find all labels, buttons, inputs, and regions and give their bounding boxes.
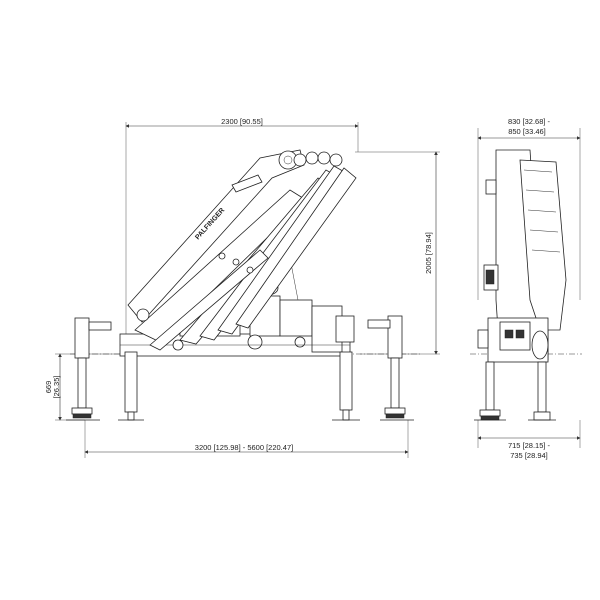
reach-width-label: 2300 [90.55] bbox=[221, 117, 263, 126]
dim-side-bottom-width: 715 [28.15] - 735 [28.94] bbox=[477, 420, 581, 460]
side-top-width-line2: 850 [33.46] bbox=[508, 127, 546, 136]
front-view: 2300 [90.55] 2005 [78.94] 669 [26.35] 32… bbox=[44, 117, 440, 458]
outrigger-span-label: 3200 [125.98] - 5600 [220.47] bbox=[195, 443, 293, 452]
left-inner-leg bbox=[118, 351, 144, 421]
side-view: 830 [32.68] - 850 [33.46] 715 [28.15] - … bbox=[470, 117, 582, 460]
side-bottom-width-line1: 715 [28.15] - bbox=[508, 441, 551, 450]
crane-boom: PALFINGER bbox=[127, 149, 357, 351]
ground-clearance-label: 669 bbox=[44, 381, 53, 394]
dim-outrigger-span: 3200 [125.98] - 5600 [220.47] bbox=[84, 420, 409, 458]
side-top-width-line1: 830 [32.68] - bbox=[508, 117, 551, 126]
right-outer-outrigger bbox=[367, 315, 414, 421]
side-bottom-width-line2: 735 [28.94] bbox=[510, 451, 548, 460]
dim-side-top-width: 830 [32.68] - 850 [33.46] bbox=[477, 117, 581, 300]
left-outer-outrigger bbox=[66, 317, 112, 421]
ground-clearance-inch-label: [26.35] bbox=[52, 376, 61, 399]
height-label: 2005 [78.94] bbox=[424, 232, 433, 274]
dim-reach-width: 2300 [90.55] bbox=[125, 117, 359, 340]
right-inner-leg bbox=[332, 351, 360, 421]
dim-height: 2005 [78.94] bbox=[355, 151, 440, 355]
